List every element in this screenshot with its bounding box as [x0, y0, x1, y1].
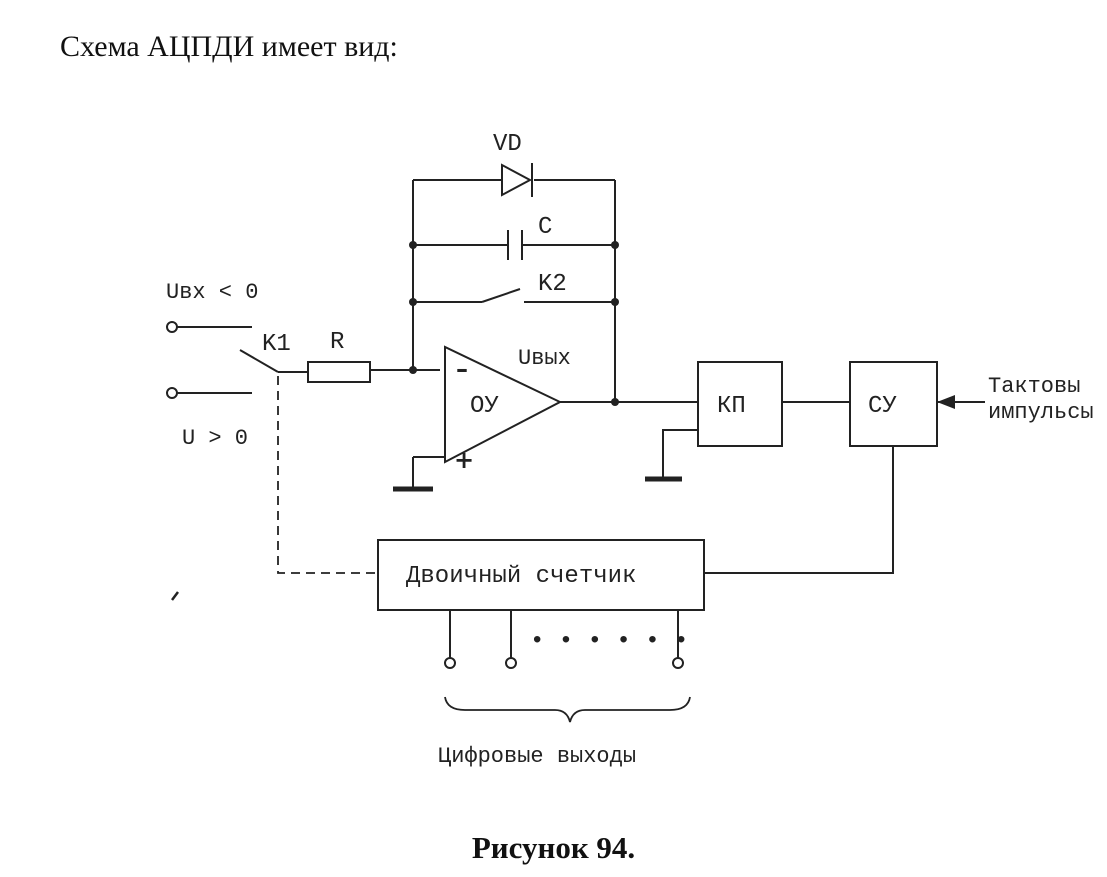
su-label: СУ: [868, 393, 897, 420]
label-r: R: [330, 329, 344, 356]
clock-label-line2: импульсы: [988, 400, 1094, 425]
label-k2: K2: [538, 271, 567, 298]
binary-counter-block: [377, 539, 705, 611]
diode-symbol: [501, 163, 533, 197]
input-section: [166, 321, 440, 574]
digital-output-terminal: [505, 657, 517, 669]
label-u-in-neg: Uвх < 0: [166, 280, 258, 305]
input-terminal-neg: [166, 321, 178, 333]
digital-output-terminal: [444, 657, 456, 669]
opamp-minus-sign: –: [456, 355, 468, 383]
stray-mark: [171, 591, 179, 601]
kp-block: [697, 361, 783, 447]
su-block: [849, 361, 938, 447]
switch-k1: [239, 349, 279, 373]
input-terminal-pos: [166, 387, 178, 399]
op-amp: [393, 345, 698, 492]
clock-arrow-icon: [937, 395, 955, 409]
figure-caption: Рисунок 94.: [471, 830, 636, 865]
clock-label-line1: Тактовы: [988, 374, 1080, 399]
opamp-label: ОУ: [470, 393, 499, 420]
outputs-label: Цифровые выходы: [438, 744, 636, 769]
label-vd: VD: [493, 131, 522, 158]
intro-text: Схема АЦПДИ имеет вид:: [60, 30, 398, 63]
opamp-plus-sign: +: [454, 446, 474, 474]
label-c: C: [538, 214, 552, 241]
digital-output-terminal: [672, 657, 684, 669]
feedback-network: [409, 163, 619, 402]
kp-label: КП: [717, 393, 746, 420]
label-u-in-pos: U > 0: [182, 426, 248, 451]
label-k1: K1: [262, 331, 291, 358]
resistor-r: [307, 361, 371, 383]
counter-label: Двоичный счетчик: [406, 563, 636, 590]
switch-k2: [481, 288, 521, 303]
label-u-out: Uвых: [518, 346, 571, 371]
output-dots: • • • • • •: [530, 628, 688, 655]
outputs-brace: [444, 696, 691, 723]
